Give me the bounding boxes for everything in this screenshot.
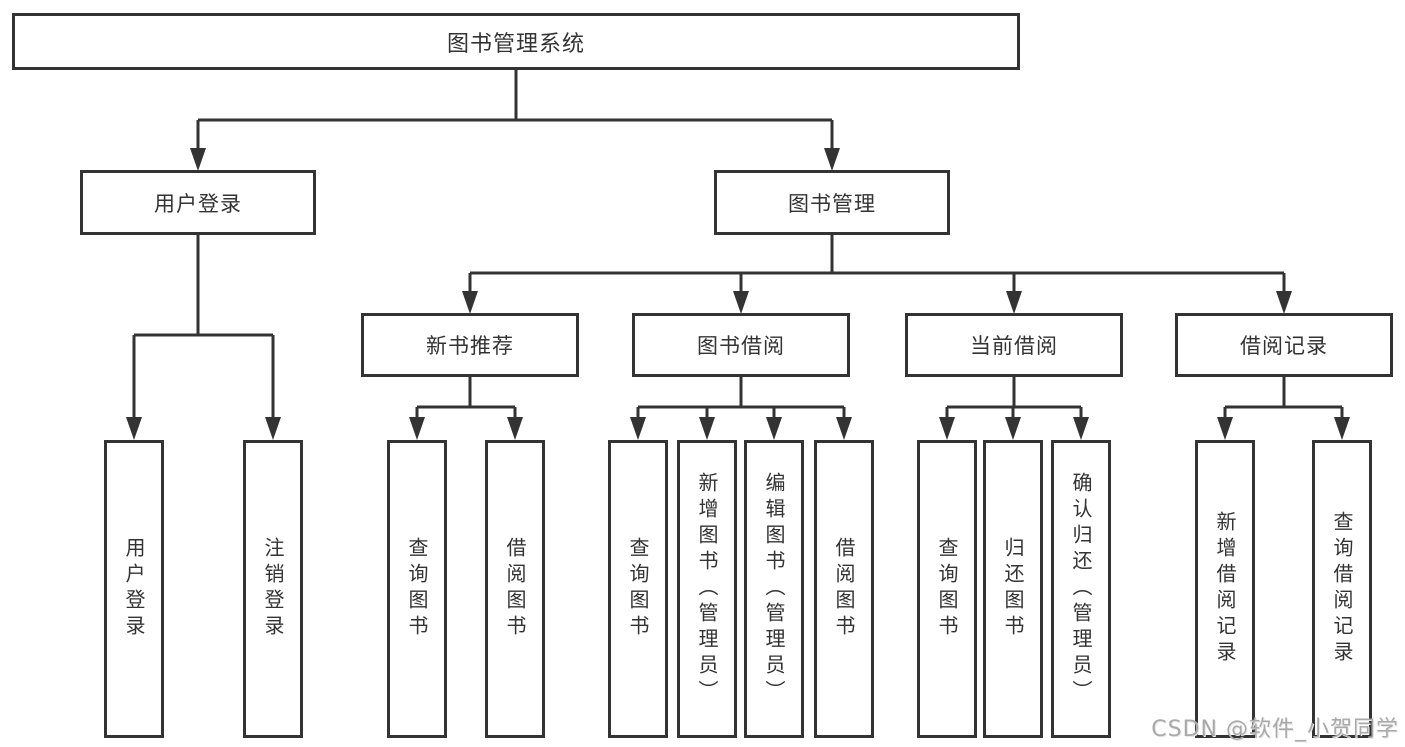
node-user-login: 用户登录 — [80, 170, 316, 235]
leaf-add-books-admin: 新增图书（管理员） — [677, 440, 737, 738]
leaf-edit-books-admin: 编辑图书（管理员） — [744, 440, 804, 738]
leaf-logout: 注销登录 — [243, 440, 303, 738]
leaf-return-books: 归还图书 — [983, 440, 1043, 738]
node-new-book-recommendation: 新书推荐 — [361, 313, 579, 377]
leaf-borrow-query-books: 查询图书 — [608, 440, 668, 738]
leaf-user-login: 用户登录 — [104, 440, 164, 738]
leaf-recommend-borrow-books: 借阅图书 — [485, 440, 545, 738]
leaf-recommend-query-books: 查询图书 — [387, 440, 447, 738]
node-current-borrowing: 当前借阅 — [905, 313, 1123, 377]
leaf-borrow-books: 借阅图书 — [814, 440, 874, 738]
leaf-query-borrow-record: 查询借阅记录 — [1312, 440, 1372, 738]
leaf-confirm-return-admin: 确认归还（管理员） — [1051, 440, 1111, 738]
node-book-borrowing: 图书借阅 — [632, 313, 850, 377]
csdn-watermark: CSDN @软件_小贺同学 — [1151, 717, 1399, 742]
leaf-current-query-books: 查询图书 — [917, 440, 977, 738]
node-book-management: 图书管理 — [714, 170, 950, 235]
leaf-add-borrow-record: 新增借阅记录 — [1195, 440, 1255, 738]
node-borrowing-records: 借阅记录 — [1175, 313, 1393, 377]
root-node-library-system: 图书管理系统 — [12, 13, 1020, 70]
